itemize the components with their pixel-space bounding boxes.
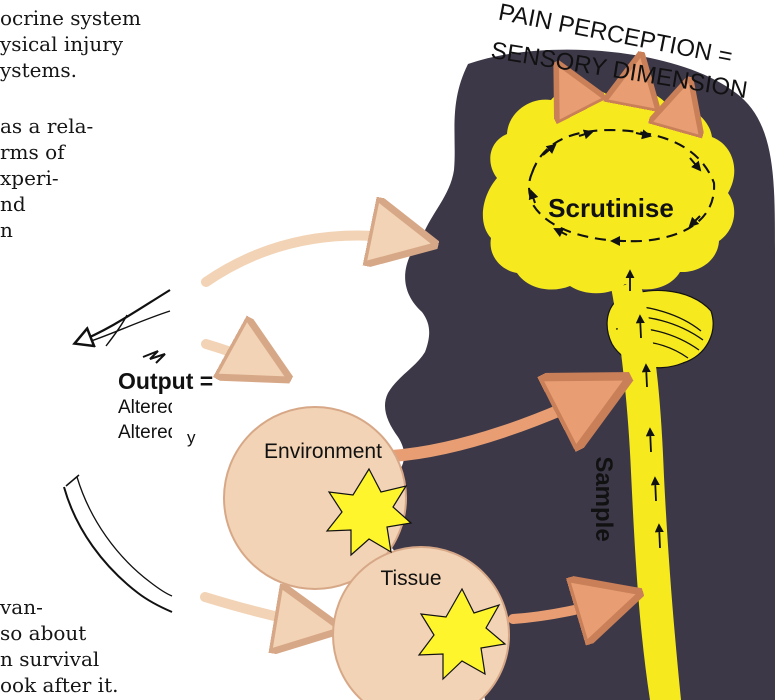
brain-shape xyxy=(483,88,734,294)
spine-label: Sample xyxy=(590,456,617,541)
output-line-2: Altered physiol xyxy=(118,422,172,444)
lower-hollow-curve xyxy=(64,487,172,612)
output-line-1: Altered behavio xyxy=(118,397,172,419)
tissue-label: Tissue xyxy=(380,567,441,590)
brain-label: Scrutinise xyxy=(548,193,674,223)
side-mark: y xyxy=(187,429,196,447)
input-arrow-bottom xyxy=(205,597,333,628)
small-zigzag-icon xyxy=(143,351,165,363)
environment-label: Environment xyxy=(264,440,382,463)
input-arrow-top xyxy=(206,236,428,282)
output-title: Output = xyxy=(118,368,213,394)
input-arrow-middle xyxy=(206,344,282,375)
